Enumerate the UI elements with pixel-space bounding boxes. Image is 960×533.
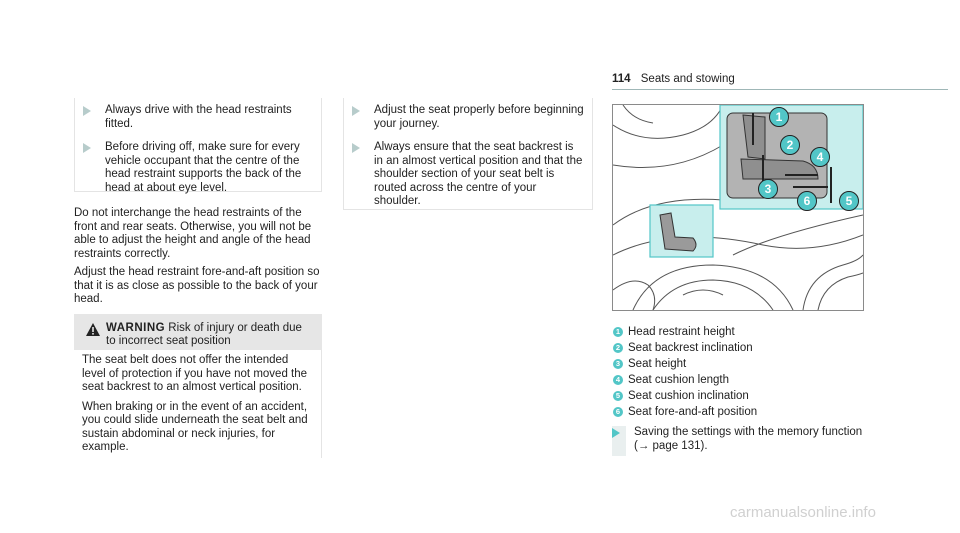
section-title: Seats and stowing (640, 73, 735, 85)
list-item: Always ensure that the seat backrest is … (352, 141, 584, 209)
arrow-icon (612, 428, 620, 438)
watermark: carmanualsonline.info (730, 504, 876, 521)
callout-3: 3 (758, 179, 778, 199)
arrow-icon (83, 143, 91, 153)
warning-text-2: When braking or in the event of an accid… (82, 400, 308, 454)
bullet-box-1: Always drive with the head restraints fi… (74, 98, 322, 195)
warning-header: WARNING Risk of injury or death due to i… (74, 314, 322, 350)
list-item: Saving the settings with the memory func… (612, 426, 892, 453)
list-item: Always drive with the head restraints fi… (83, 104, 313, 131)
warning-text-1: The seat belt does not offer the intende… (82, 354, 308, 393)
callout-4: 4 (810, 147, 830, 167)
bullet-box-2: Adjust the seat properly before beginnin… (343, 98, 593, 210)
arrow-icon (83, 106, 91, 116)
list-item: Before driving off, make sure for every … (83, 141, 313, 195)
paragraph-interchange: Do not interchange the head restraints o… (74, 207, 312, 260)
list-item: Adjust the seat properly before beginnin… (352, 104, 584, 131)
callout-6: 6 (797, 191, 817, 211)
arrow-icon (352, 143, 360, 153)
page-number: 114 (612, 73, 631, 85)
paragraph-adjust: Adjust the head restraint fore-and-aft p… (74, 266, 320, 305)
callout-2: 2 (780, 135, 800, 155)
warning-title: Risk of injury or death due to incorrect… (106, 322, 302, 347)
warning-body: The seat belt does not offer the intende… (74, 350, 322, 458)
warning-label: WARNING (106, 322, 166, 334)
page-reference-link[interactable]: (→ page 131). (634, 439, 708, 452)
arrow-icon (352, 106, 360, 116)
door-illustration (613, 105, 863, 310)
warning-icon (86, 323, 100, 336)
callout-1: 1 (769, 107, 789, 127)
memory-instruction: Saving the settings with the memory func… (612, 426, 892, 463)
callout-5: 5 (839, 191, 859, 211)
seat-controls-figure: 1 2 3 4 5 6 (612, 104, 864, 311)
page-header: 114 Seats and stowing (612, 73, 948, 90)
